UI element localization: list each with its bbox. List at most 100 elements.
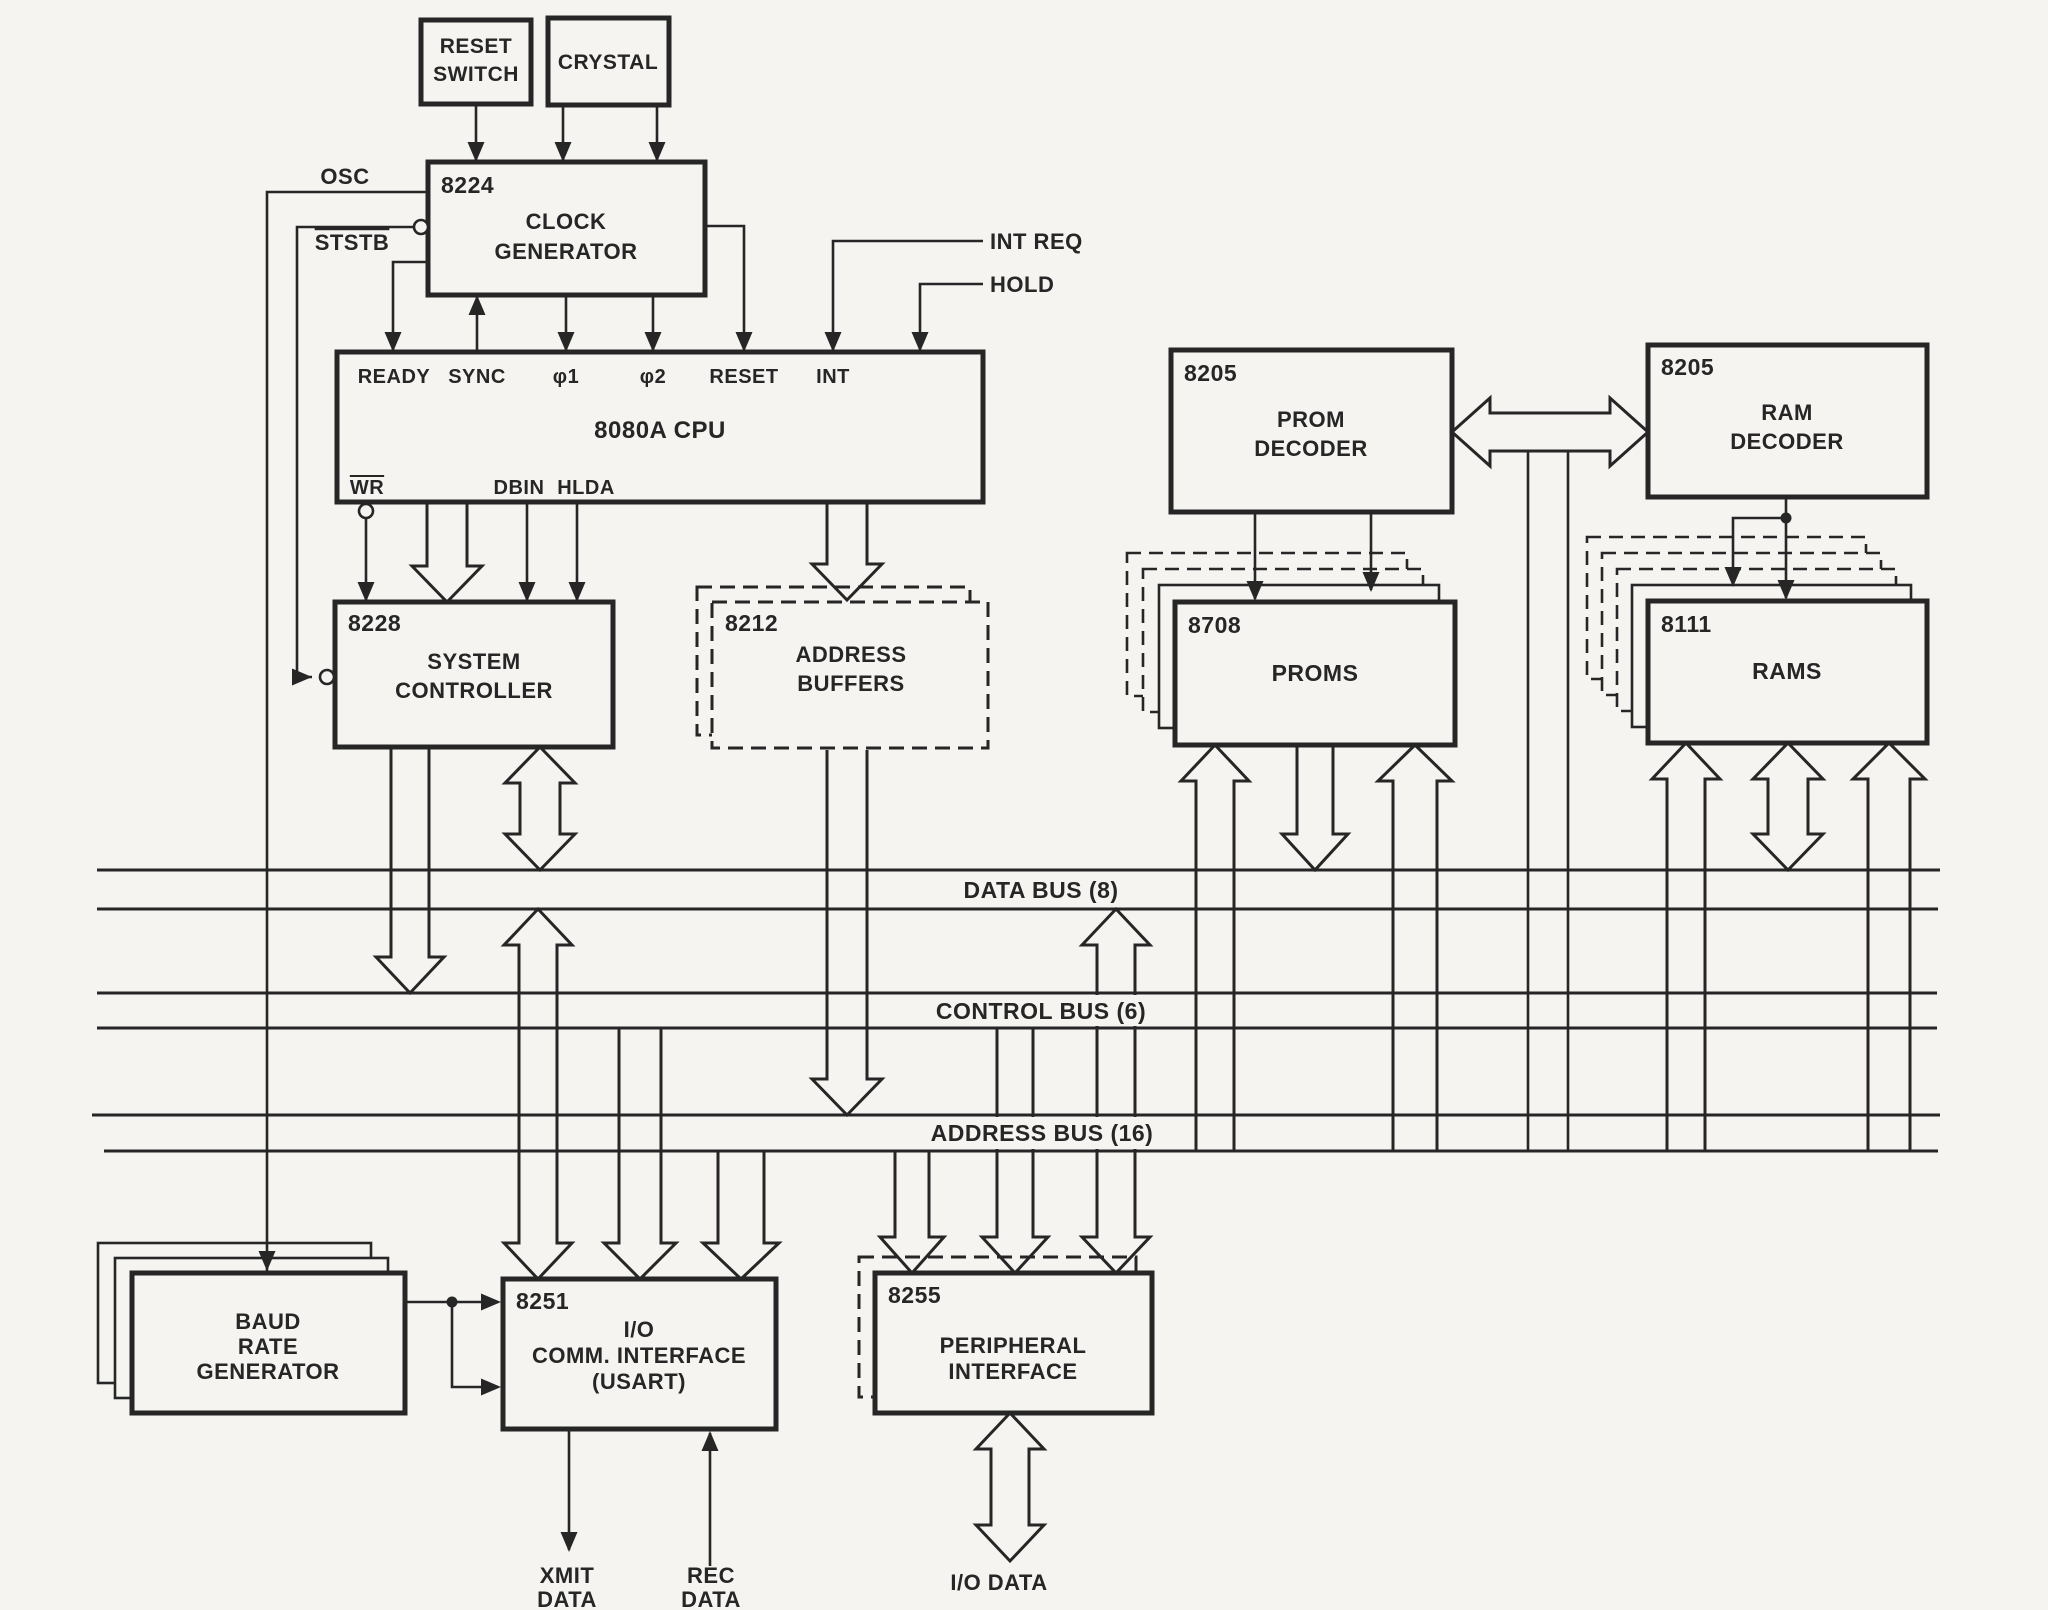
cpu-pin-phi2: φ2 <box>640 366 666 388</box>
baud-rate-generator-label: RATE <box>238 1334 298 1359</box>
data-bus-label: DATA BUS (8) <box>963 877 1118 903</box>
usart-label: (USART) <box>592 1369 686 1394</box>
baud-rate-generator-label: BAUD <box>235 1309 301 1334</box>
block-boxes <box>96 15 1930 1432</box>
crystal-label: CRYSTAL <box>558 51 658 74</box>
cpu-pin-phi1: φ1 <box>553 366 579 388</box>
bus-label-masks <box>930 873 1155 1149</box>
peripheral-interface-label: PERIPHERAL <box>940 1333 1087 1358</box>
hold-label: HOLD <box>990 272 1054 297</box>
wire-sync-arrowhead <box>468 295 486 315</box>
rec-data-label: REC <box>687 1563 735 1588</box>
clock-generator-label: CLOCK <box>526 209 607 234</box>
address-buffers-part: 8212 <box>725 610 778 636</box>
reset-switch-label: SWITCH <box>433 63 519 86</box>
wire-int-req <box>831 239 983 352</box>
system-controller-part: 8228 <box>348 610 401 636</box>
proms-part: 8708 <box>1188 612 1241 638</box>
wire-ram-select-2-arrowhead <box>1724 567 1742 587</box>
system-controller-label: SYSTEM <box>427 649 520 674</box>
wire-ststb-source-bubble <box>412 218 430 236</box>
wire-reset-switch-to-clock-arrowhead <box>467 142 485 162</box>
proms-box <box>1172 599 1458 748</box>
cpu-pin-ready: READY <box>358 366 431 388</box>
system-controller-box <box>332 599 616 750</box>
wire-phi2-arrowhead <box>644 332 662 352</box>
cpu-pin-wr: WR <box>350 477 384 499</box>
data-bus-label-mask <box>948 873 1134 906</box>
arrow-rams-data-bus <box>1749 740 1827 873</box>
arrow-cpu-to-address-buffers <box>808 502 886 603</box>
wire-hold-arrowhead <box>911 332 929 352</box>
wire-wr-bubble <box>357 502 375 520</box>
wire-osc <box>265 190 428 1271</box>
address-buffers-box <box>710 600 990 750</box>
baud-rate-generator-label: GENERATOR <box>196 1359 339 1384</box>
ram-decoder-box <box>1645 342 1930 500</box>
proms-label: PROMS <box>1272 660 1359 686</box>
wire-xmit-data-arrowhead <box>560 1532 578 1552</box>
usart-label: COMM. INTERFACE <box>532 1343 746 1368</box>
address-bus-label: ADDRESS BUS (16) <box>931 1120 1154 1146</box>
arrow-address-bus-to-rams-left <box>1648 740 1724 1151</box>
cpu-pin-reset: RESET <box>709 366 778 388</box>
ram-decoder-label: DECODER <box>1730 429 1844 454</box>
wire-wr-arrowhead <box>357 582 375 602</box>
wire-reset-arrowhead <box>735 332 753 352</box>
cpu-title: 8080A CPU <box>594 417 726 444</box>
prom-decoder-part: 8205 <box>1184 360 1237 386</box>
reset-switch-box <box>418 17 534 107</box>
cpu-box <box>334 349 986 505</box>
control-bus-label: CONTROL BUS (6) <box>936 998 1146 1024</box>
wire-rec-data-arrowhead <box>701 1431 719 1451</box>
wire-ststb-arrowhead <box>292 668 312 686</box>
wire-baud-clk-1-arrowhead <box>481 1293 501 1311</box>
wire-crystal-to-clock-2-arrowhead <box>648 142 666 162</box>
ram-decoder-label: RAM <box>1761 400 1813 425</box>
arrow-address-buffers-to-address-bus <box>808 750 886 1118</box>
arrow-prom-decoder-ram-decoder <box>1449 394 1651 470</box>
xmit-data-label: DATA <box>537 1587 597 1610</box>
cpu-pin-hlda: HLDA <box>557 477 615 499</box>
wire-ststb-dest-bubble <box>318 668 336 686</box>
wire-osc-arrowhead <box>258 1251 276 1271</box>
peripheral-interface-box <box>872 1270 1155 1416</box>
arrow-peripheral-io-data <box>972 1410 1048 1564</box>
wire-crystal-to-clock-1-arrowhead <box>554 142 572 162</box>
arrow-address-bus-to-peripheral <box>876 1151 948 1276</box>
rec-data-label: DATA <box>681 1587 741 1610</box>
rams-label: RAMS <box>1752 658 1822 684</box>
arrow-system-controller-control-bus <box>372 747 448 996</box>
prom-decoder-label: DECODER <box>1254 436 1368 461</box>
wire-hold <box>918 282 983 352</box>
rams-part: 8111 <box>1661 611 1712 637</box>
bus-bands <box>92 868 1940 1153</box>
labels: RESET SWITCH CRYSTAL 8224 CLOCK GENERATO… <box>196 35 1843 1610</box>
peripheral-interface-label: INTERFACE <box>948 1359 1077 1384</box>
reset-switch-label: RESET <box>440 35 513 58</box>
arrow-address-bus-to-proms-left <box>1177 742 1253 1151</box>
arrow-control-bus-to-usart <box>600 1028 680 1282</box>
usart-part: 8251 <box>516 1288 569 1314</box>
clock-generator-label: GENERATOR <box>494 239 637 264</box>
clock-generator-part: 8224 <box>441 172 494 198</box>
arrow-address-bus-to-proms-right <box>1374 742 1456 1151</box>
arrow-usart-data-bus <box>500 906 576 1282</box>
arrow-peripheral-data-bus <box>1078 906 1154 1276</box>
wire-prom-select-1-arrowhead <box>1246 581 1264 601</box>
arrow-proms-to-data-bus <box>1278 745 1352 873</box>
wire-reset <box>705 224 746 352</box>
xmit-data-label: XMIT <box>540 1563 595 1588</box>
address-bus-label-mask <box>930 1117 1155 1149</box>
address-buffers-label: BUFFERS <box>797 671 904 696</box>
wire-int-req-arrowhead <box>824 332 842 352</box>
arrow-system-controller-data-bus <box>501 744 579 873</box>
arrow-cpu-to-system-controller <box>408 502 486 605</box>
wire-ram-select-1-arrowhead <box>1777 580 1795 600</box>
crystal-box <box>545 15 672 108</box>
control-bus-label-mask <box>933 995 1149 1026</box>
wire-phi1-arrowhead <box>557 332 575 352</box>
osc-label: OSC <box>320 164 369 189</box>
ststb-label: STSTB <box>315 230 390 255</box>
